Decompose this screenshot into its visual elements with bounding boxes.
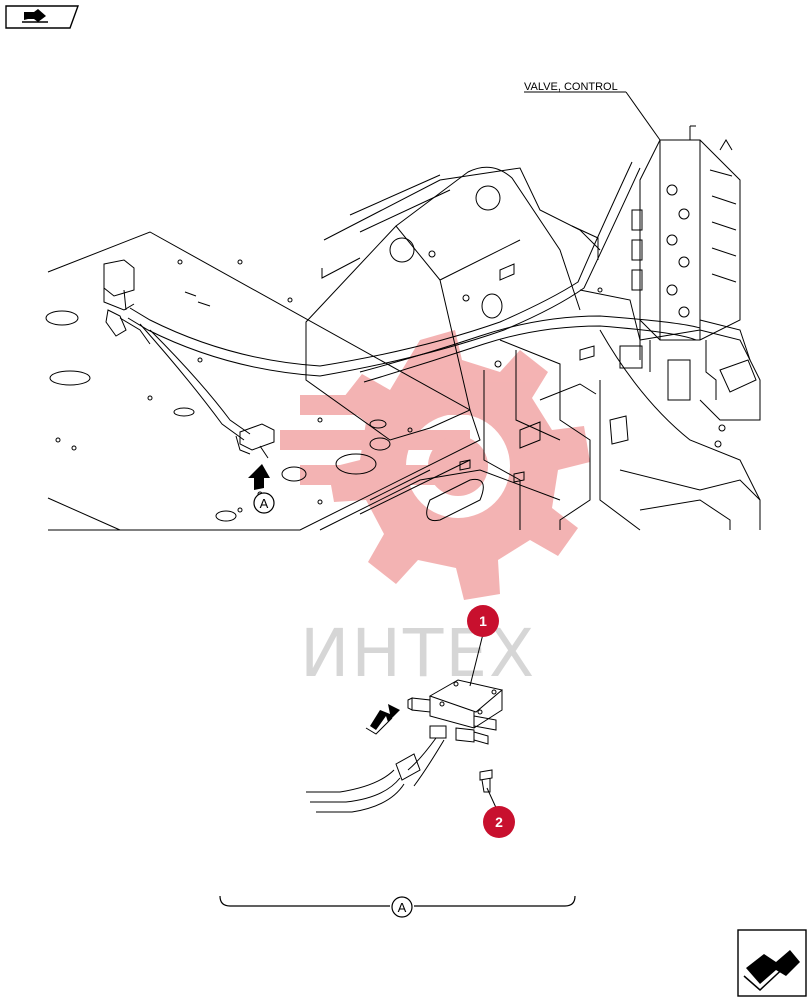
pedal-valve [103, 259, 151, 345]
svg-text:1: 1 [479, 613, 487, 629]
arrow-next-icon [743, 950, 800, 992]
view-a-marker-bottom: A [391, 896, 413, 918]
small-valve-a [235, 423, 275, 459]
gear-watermark-icon [280, 330, 590, 600]
svg-text:A: A [260, 496, 269, 511]
svg-text:2: 2 [495, 814, 503, 830]
prev-page-button[interactable] [5, 5, 79, 29]
arrow-prev-icon [22, 9, 48, 23]
callout-2[interactable]: 2 [483, 806, 515, 838]
view-a-marker-top: A [253, 492, 275, 514]
callout-1[interactable]: 1 [467, 605, 499, 637]
watermark: ИНТЕХ [280, 330, 590, 692]
svg-text:A: A [398, 900, 407, 915]
direction-arrow-icon [365, 704, 400, 735]
view-arrow-up-icon [248, 464, 270, 490]
machine-frame [45, 91, 761, 531]
detail-view-a [306, 633, 504, 813]
view-a-bracket [219, 895, 576, 907]
next-page-button[interactable] [737, 929, 807, 997]
watermark-text: ИНТЕХ [300, 615, 536, 692]
valve-control-label: VALVE, CONTROL [524, 81, 618, 93]
control-valve [619, 125, 751, 400]
